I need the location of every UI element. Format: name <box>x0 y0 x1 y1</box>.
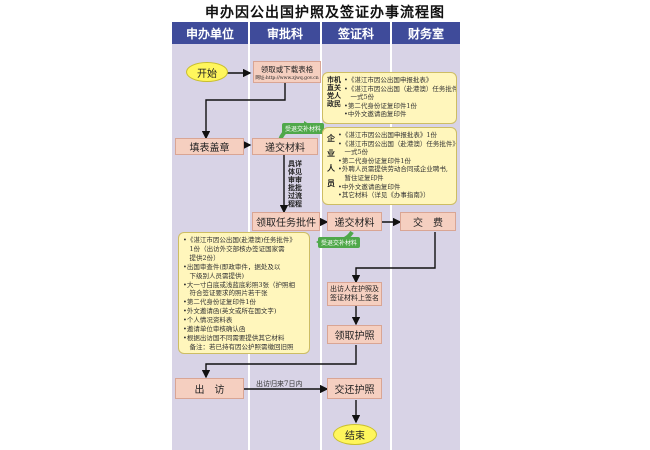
depart-box: 出 访 <box>175 378 244 399</box>
sign-box: 出访人在护照及签证材料上签名 <box>327 282 382 306</box>
return-note-label: 出访归来7日内 <box>256 380 303 388</box>
supplement-label-1: 受退交补材料 <box>282 123 325 134</box>
website-label: 网址:http://www.zjwq.gov.cn <box>255 75 319 81</box>
return-passport-box: 交还护照 <box>327 378 382 399</box>
lane-header-applicant: 申办单位 <box>172 22 248 44</box>
lane-header-visa: 签证科 <box>322 22 390 44</box>
enterprise-materials-note: 企业 人员 •《湛江市因公出国申报批表》1份•《湛江市因公出国（赴港澳）任务批件… <box>322 127 457 205</box>
submit-materials-box-1: 递交材料 <box>252 138 318 155</box>
lane-header-finance: 财务室 <box>392 22 460 44</box>
submit-materials-box-2: 递交材料 <box>327 212 382 231</box>
get-approval-box: 领取任务批件 <box>252 212 320 231</box>
gov-materials-note: 市机直关 党人政民 •《湛江市因公出国申报批表》•《湛江市因公出国（赴港澳）任务… <box>322 72 457 124</box>
pay-fee-box: 交 费 <box>400 212 456 231</box>
fill-form-box: 填表盖章 <box>175 138 244 155</box>
get-passport-box: 领取护照 <box>327 325 382 344</box>
page-title: 申办因公出国护照及签证办事流程图 <box>205 5 445 21</box>
detail-label: 具详体见审审 批批过流程程 <box>288 159 302 208</box>
passport-materials-note: •《湛江市因公出国(赴港澳)任务批件》 1份（出访外交部核办签证国家需 提供2份… <box>178 232 310 354</box>
lane-header-approval: 审批科 <box>250 22 320 44</box>
start-node: 开始 <box>186 62 228 82</box>
end-node: 结束 <box>333 424 377 445</box>
supplement-label-2: 受退交补材料 <box>318 237 361 248</box>
get-form-label: 领取或下载表格 <box>260 64 314 74</box>
get-form-box: 领取或下载表格 网址:http://www.zjwq.gov.cn <box>253 61 321 83</box>
